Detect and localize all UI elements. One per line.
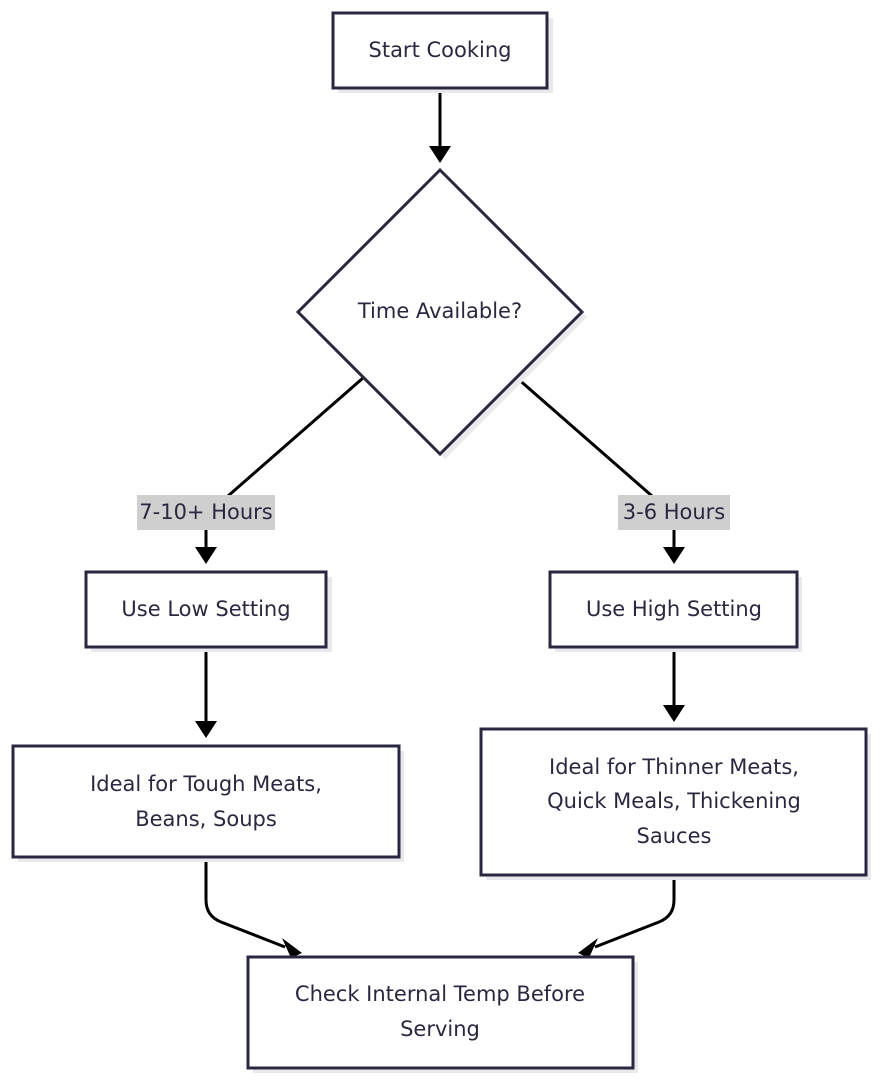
edge-label-7-10-hours: 7-10+ Hours <box>137 495 275 530</box>
edge-decision-to-low <box>227 376 364 498</box>
node-text: Check Internal Temp Before <box>295 982 585 1006</box>
node-text: Start Cooking <box>369 38 512 62</box>
edge-decision-to-high <box>516 376 653 498</box>
node-time-available-decision[interactable]: Time Available? <box>295 167 587 459</box>
node-start-cooking[interactable]: Start Cooking <box>331 11 553 93</box>
node-text: Time Available? <box>357 299 522 323</box>
node-check-internal-temp[interactable]: Check Internal Temp Before Serving <box>246 955 638 1073</box>
arrowhead <box>282 938 302 958</box>
node-text: Serving <box>400 1017 480 1041</box>
edges <box>195 88 685 958</box>
edge-label-3-6-hours: 3-6 Hours <box>618 495 730 530</box>
node-text: Quick Meals, Thickening <box>547 789 801 813</box>
node-use-high-setting[interactable]: Use High Setting <box>548 570 802 652</box>
arrowhead <box>429 146 451 163</box>
arrowhead <box>195 721 217 738</box>
node-ideal-thinner-meats[interactable]: Ideal for Thinner Meats, Quick Meals, Th… <box>479 727 871 880</box>
edge-label-text: 7-10+ Hours <box>139 500 272 524</box>
node-ideal-tough-meats[interactable]: Ideal for Tough Meats, Beans, Soups <box>11 744 404 862</box>
arrowhead <box>663 547 685 564</box>
edge-label-text: 3-6 Hours <box>623 500 726 524</box>
arrowhead <box>663 705 685 722</box>
node-text: Ideal for Tough Meats, <box>90 772 322 796</box>
node-use-low-setting[interactable]: Use Low Setting <box>84 570 332 652</box>
arrowhead <box>195 547 217 564</box>
node-text: Sauces <box>637 824 712 848</box>
node-text: Use Low Setting <box>121 597 290 621</box>
edge-low-ideal-to-check <box>204 857 286 949</box>
edge-high-ideal-to-check <box>594 875 676 949</box>
node-text: Ideal for Thinner Meats, <box>549 755 799 779</box>
node-text: Beans, Soups <box>135 807 277 831</box>
node-text: Use High Setting <box>586 597 762 621</box>
arrowhead <box>578 938 598 958</box>
